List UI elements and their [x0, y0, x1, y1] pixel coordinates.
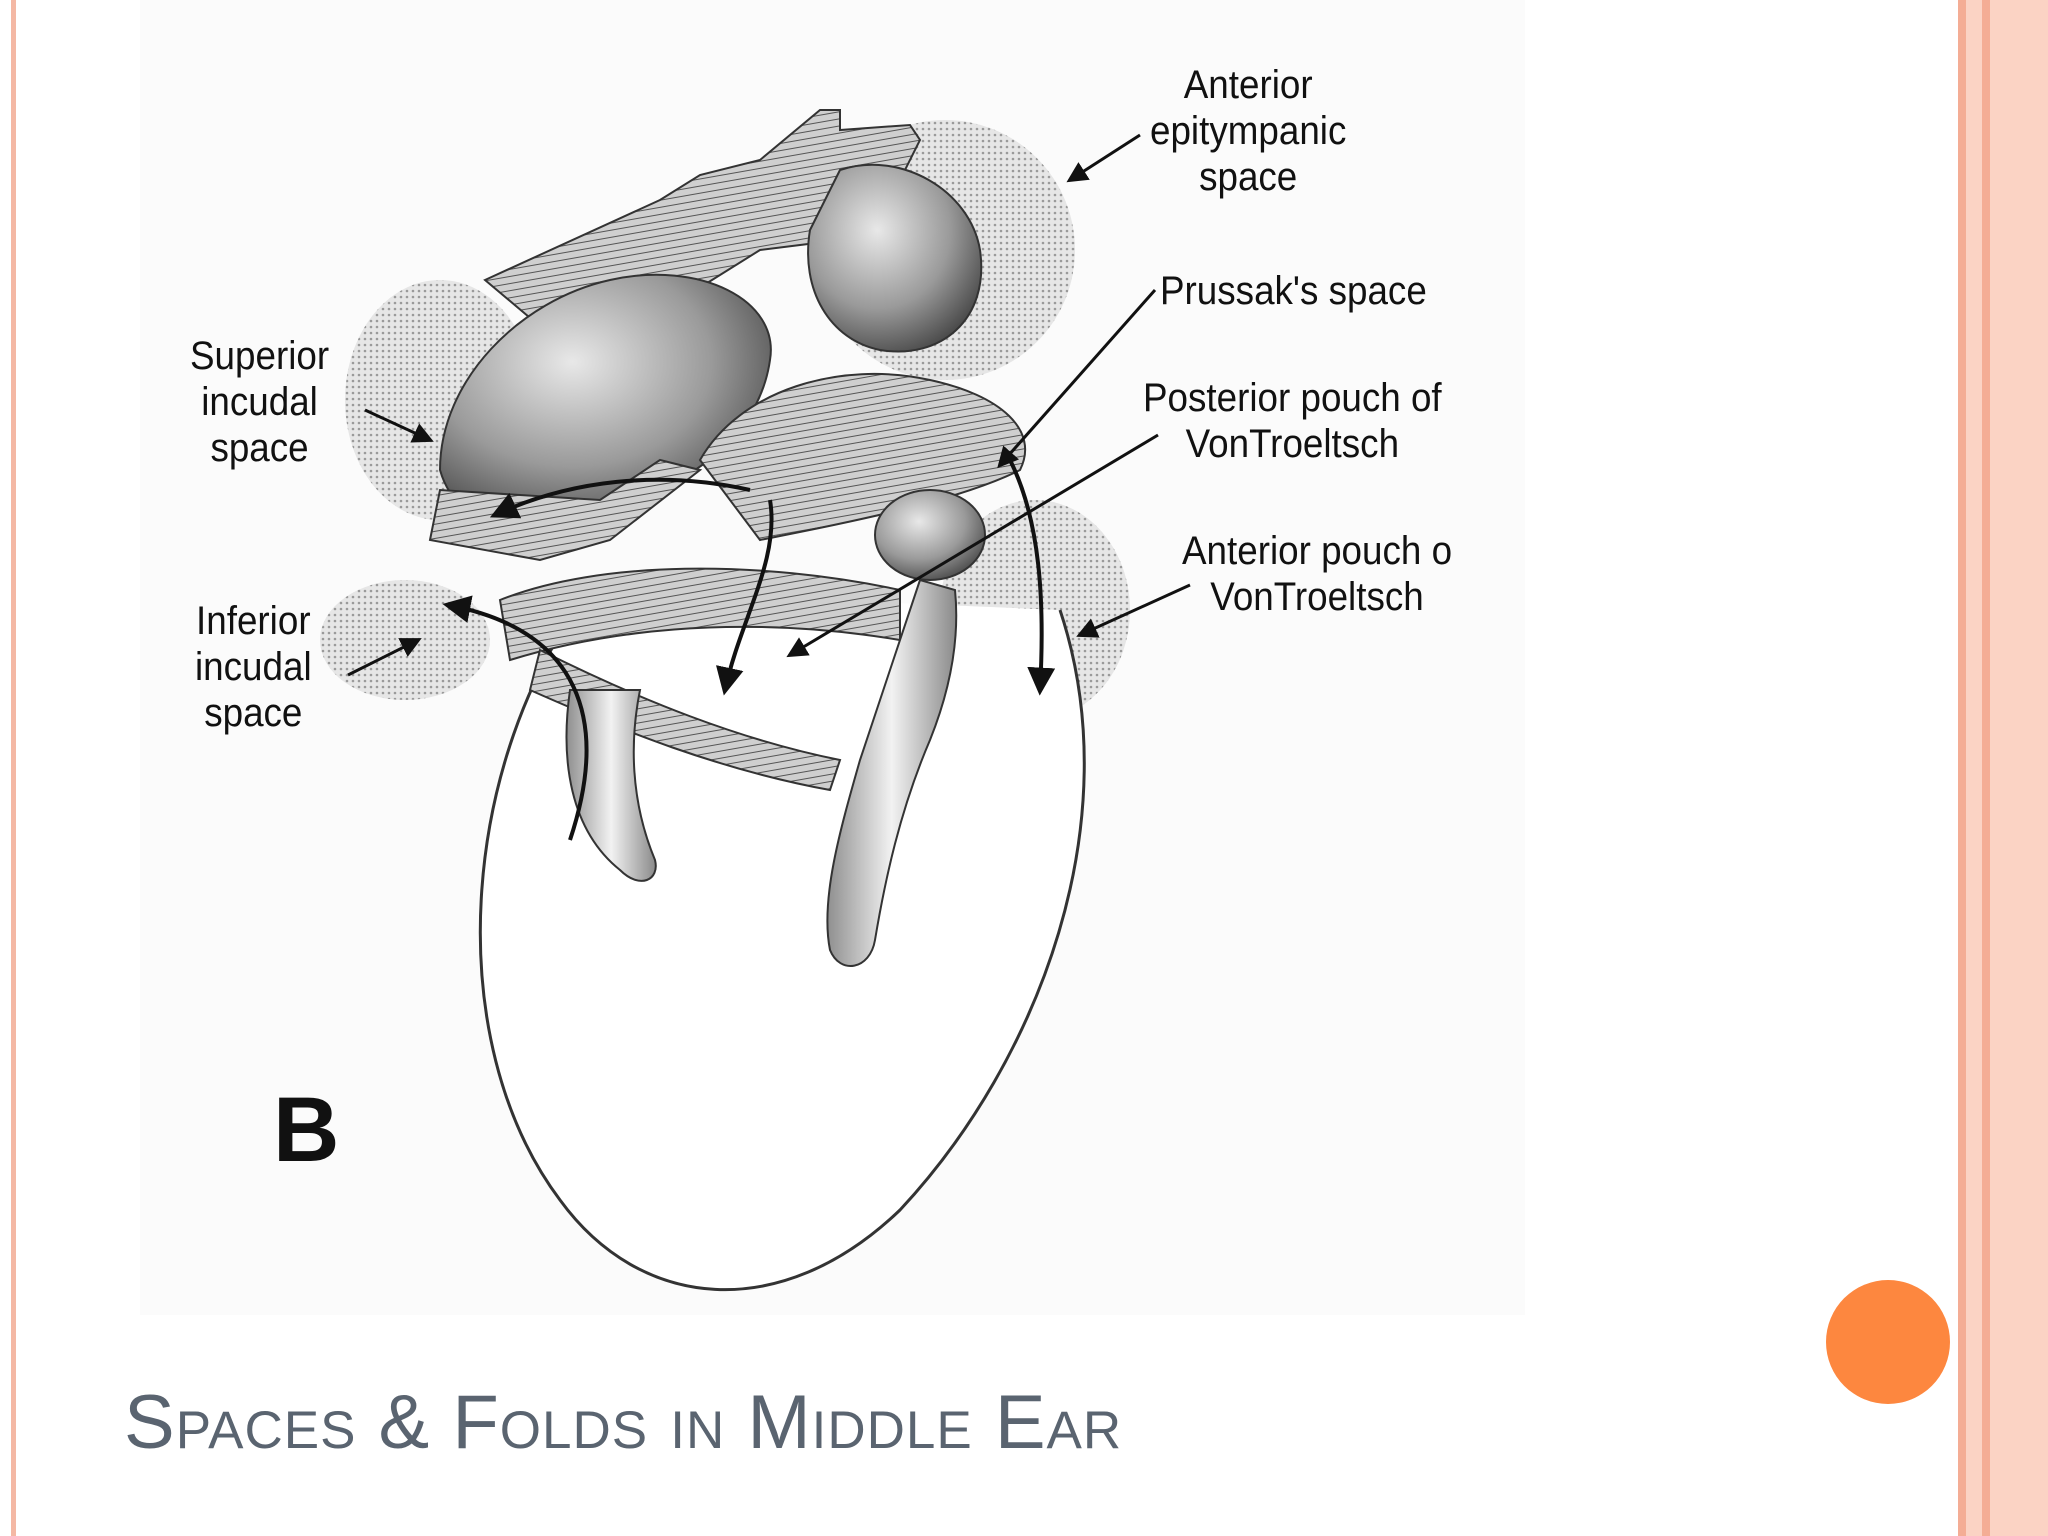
middle-ear-illustration: [320, 109, 1191, 1292]
leader-inferior-incudal: [347, 638, 422, 677]
panel-letter: B: [273, 1079, 340, 1181]
slide-frame-right-line: [1958, 0, 1966, 1536]
leader-anterior-epitympanic: [1066, 133, 1141, 183]
malleus-head: [807, 163, 983, 353]
posterior-fold: [498, 567, 901, 662]
slide-frame-right-line: [1982, 0, 1990, 1536]
label-posterior-pouch: Posterior pouch of VonTroeltsch: [1143, 376, 1442, 466]
malleus-handle: [826, 578, 958, 967]
arrow-anterior-pouch: [1008, 459, 1056, 696]
leader-prussak: [997, 289, 1157, 469]
leader-superior-incudal: [364, 408, 434, 443]
label-superior-incudal-space: Superior incudal space: [190, 334, 330, 470]
label-anterior-epitympanic-space: Anterior epitympanic space: [1150, 63, 1347, 199]
slide-frame-left: [11, 0, 16, 1536]
incudal-shelf: [428, 458, 703, 562]
arrow-posterior-pouch: [716, 499, 774, 696]
arrow-superior: [489, 477, 751, 519]
label-anterior-pouch: Anterior pouch o VonTroeltsch: [1182, 529, 1453, 619]
leader-posterior-pouch: [786, 433, 1159, 658]
slide-frame-right-band: [1960, 0, 2048, 1536]
orange-accent-dot: [1826, 1280, 1950, 1404]
label-prussaks-space: Prussak's space: [1160, 269, 1427, 313]
incus-long-process: [565, 689, 657, 882]
leader-anterior-pouch: [1076, 583, 1191, 638]
malleus-neck: [874, 489, 986, 581]
middle-ear-diagram: Anterior epitympanic space Prussak's spa…: [140, 0, 1525, 1315]
label-inferior-incudal-space: Inferior incudal space: [195, 599, 312, 735]
arrow-inferior: [442, 595, 589, 841]
inferior-incudal-space-shading: [320, 580, 490, 700]
slide-title: Spaces & Folds in Middle Ear: [124, 1380, 1123, 1465]
